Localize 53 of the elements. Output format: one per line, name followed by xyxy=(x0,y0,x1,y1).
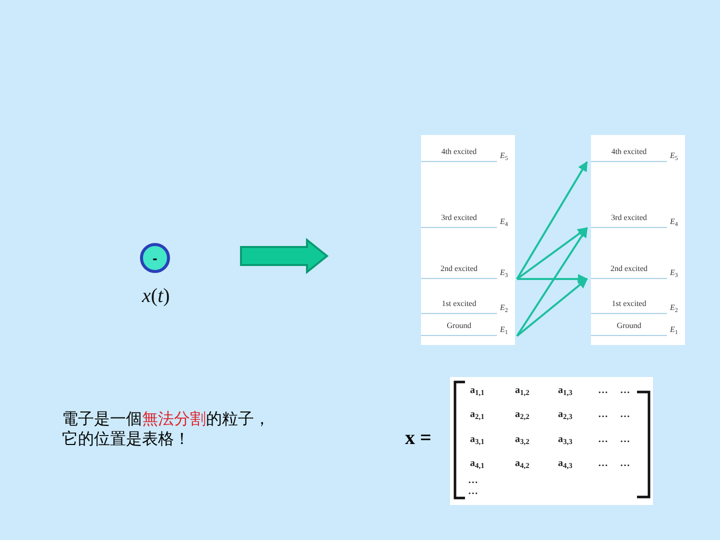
level-name: 4th excited xyxy=(610,147,648,157)
arrow xyxy=(516,161,588,280)
matrix-entry: a$_{4,3}$ xyxy=(558,457,572,471)
level-name: 1st excited xyxy=(440,299,478,309)
energy-symbol: E$_{4}$ xyxy=(670,217,678,227)
energy-symbol: E$_{1}$ xyxy=(500,325,508,335)
energy-symbol: E$_{1}$ xyxy=(670,325,678,335)
matrix-entry: a$_{3,1}$ xyxy=(470,433,484,447)
matrix-entry: … xyxy=(598,408,608,422)
energy-symbol: E$_{5}$ xyxy=(500,151,508,161)
matrix-entry: … xyxy=(620,384,630,398)
matrix-entry: a$_{1,3}$ xyxy=(558,384,572,398)
matrix-symbol: x = xyxy=(405,426,432,450)
matrix-entry: a$_{4,2}$ xyxy=(515,457,530,471)
arrow xyxy=(516,227,588,337)
matrix-entry: … xyxy=(620,408,630,422)
matrix-entry: … xyxy=(468,485,478,499)
energy-symbol: E$_{2}$ xyxy=(500,303,508,313)
position-label: x(t) xyxy=(142,284,170,308)
level-name: 2nd excited xyxy=(609,264,649,274)
level-name: 2nd excited xyxy=(439,264,479,274)
energy-diagram-panel xyxy=(591,135,685,345)
level-name: 1st excited xyxy=(610,299,648,309)
arrow xyxy=(516,278,588,337)
matrix-entry: a$_{3,2}$ xyxy=(515,433,530,447)
arrow xyxy=(517,274,588,284)
matrix-entry: … xyxy=(598,457,608,471)
energy-symbol: E$_{2}$ xyxy=(670,303,678,313)
energy-symbol: E$_{5}$ xyxy=(670,151,678,161)
level-name: 3rd excited xyxy=(610,213,648,223)
arrow xyxy=(516,227,588,280)
matrix-entry: … xyxy=(598,384,608,398)
energy-symbol: E$_{3}$ xyxy=(500,268,508,278)
level-name: 4th excited xyxy=(440,147,478,157)
matrix-entry: a$_{3,3}$ xyxy=(558,433,572,447)
matrix-entry: a$_{4,1}$ xyxy=(470,457,484,471)
matrix-entry: a$_{2,2}$ xyxy=(515,408,530,422)
matrix-entry: … xyxy=(620,433,630,447)
matrix-entry: … xyxy=(468,474,478,488)
matrix-entry: a$_{2,1}$ xyxy=(470,408,484,422)
caption-text: 電子是一個無法分割的粒子，它的位置是表格！ xyxy=(62,410,271,450)
matrix-entry: a$_{1,2}$ xyxy=(515,384,530,398)
level-name: Ground xyxy=(446,321,472,331)
matrix-entry: … xyxy=(620,457,630,471)
level-name: Ground xyxy=(616,321,642,331)
energy-symbol: E$_{3}$ xyxy=(670,268,678,278)
energy-diagram-panel xyxy=(421,135,515,345)
matrix-entry: a$_{2,3}$ xyxy=(558,408,572,422)
matrix-entry: a$_{1,1}$ xyxy=(470,384,484,398)
matrix-entry: … xyxy=(598,433,608,447)
level-name: 3rd excited xyxy=(440,213,478,223)
charge-sign: - xyxy=(152,251,158,265)
energy-symbol: E$_{4}$ xyxy=(500,217,508,227)
